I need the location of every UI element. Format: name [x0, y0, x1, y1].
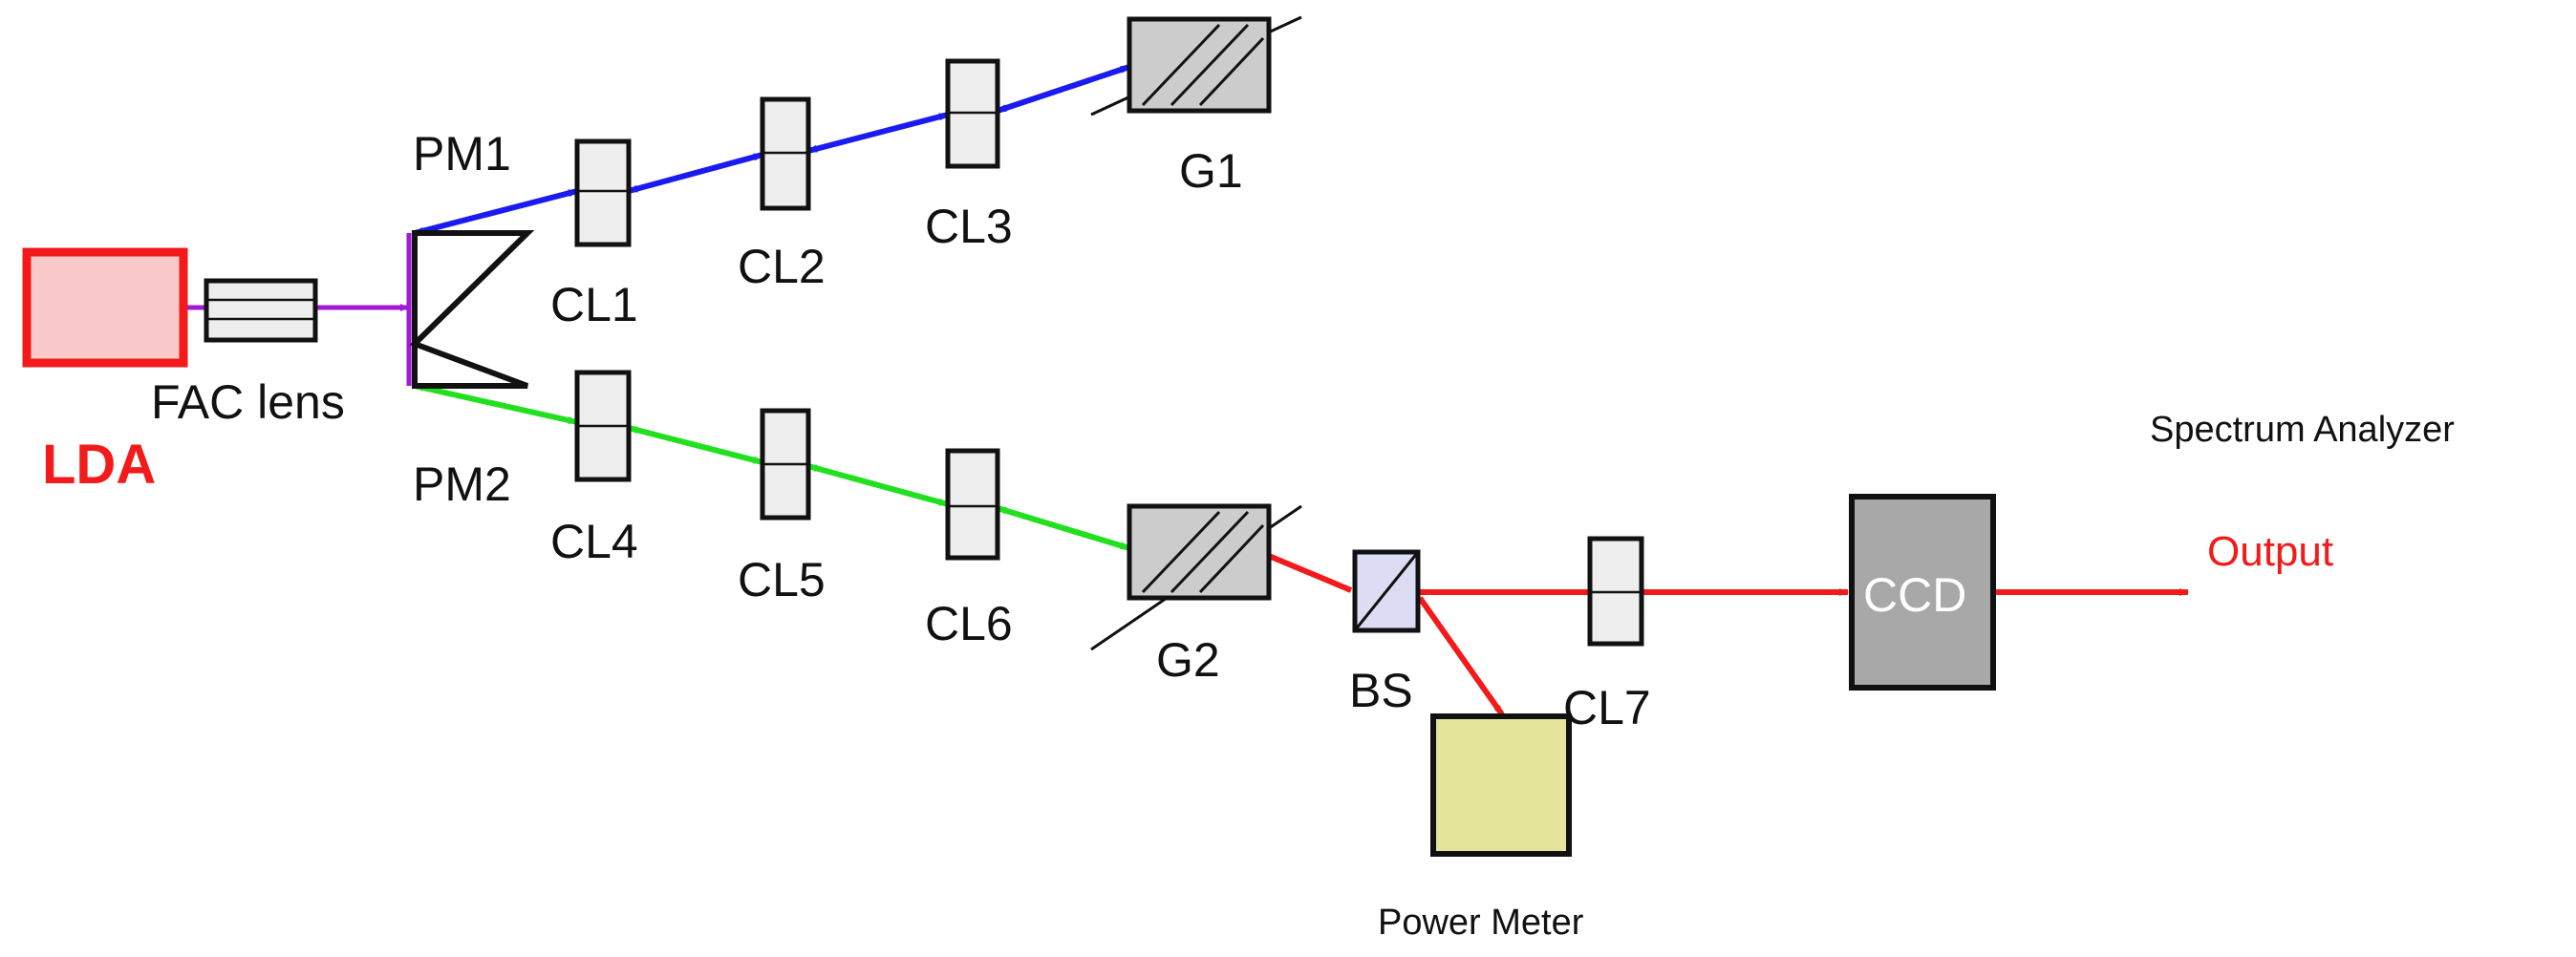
label-g1: G1 — [1179, 144, 1243, 198]
label-cl6: CL6 — [925, 597, 1013, 650]
cl5-lens-icon — [760, 408, 811, 521]
label-power-meter: Power Meter — [1378, 903, 1584, 943]
power-meter-icon — [1430, 713, 1572, 857]
label-cl3: CL3 — [925, 200, 1013, 253]
cl2-lens-icon — [760, 96, 811, 211]
label-bs: BS — [1349, 664, 1413, 717]
beam-g2-bs — [1267, 553, 1353, 593]
label-output: Output — [2207, 528, 2333, 575]
fac-lens-icon — [204, 278, 318, 343]
beam-cl2-cl3 — [807, 112, 949, 154]
label-cl2: CL2 — [738, 240, 826, 293]
label-pm2: PM2 — [413, 457, 511, 511]
cl6-lens-icon — [945, 448, 1000, 561]
label-cl5: CL5 — [738, 553, 826, 606]
cl4-lens-icon — [574, 370, 632, 482]
beam-cl5-cl6 — [807, 463, 949, 507]
beam-bs-power-meter — [1417, 596, 1505, 716]
beam-pm2-cl4 — [414, 383, 578, 425]
cl7-lens-icon — [1587, 536, 1644, 647]
beam-cl4-cl5 — [628, 425, 763, 465]
label-cl7: CL7 — [1563, 681, 1651, 734]
label-lda: LDA — [42, 434, 156, 496]
g2-grating-icon — [1090, 503, 1302, 651]
ccd-camera-icon — [1849, 494, 1996, 691]
lda-icon — [22, 247, 188, 368]
beam-pm1-cl1 — [414, 188, 578, 236]
beam-cl3-g1 — [997, 64, 1130, 114]
label-cl1: CL1 — [550, 278, 638, 331]
beam-cl6-g2 — [997, 505, 1130, 551]
label-pm1: PM1 — [413, 127, 511, 181]
beam-cl1-cl2 — [628, 152, 763, 194]
prism-mirror-icon — [409, 230, 535, 389]
label-g2: G2 — [1156, 633, 1220, 687]
cl1-lens-icon — [574, 138, 632, 247]
label-ccd: CCD — [1863, 568, 1966, 622]
g1-grating-icon — [1090, 15, 1302, 117]
beam-splitter-icon — [1352, 549, 1421, 633]
cl3-lens-icon — [945, 58, 1000, 169]
label-spectrum-analyzer: Spectrum Analyzer — [2150, 410, 2455, 450]
label-cl4: CL4 — [550, 515, 638, 568]
label-fac-lens: FAC lens — [151, 375, 345, 429]
